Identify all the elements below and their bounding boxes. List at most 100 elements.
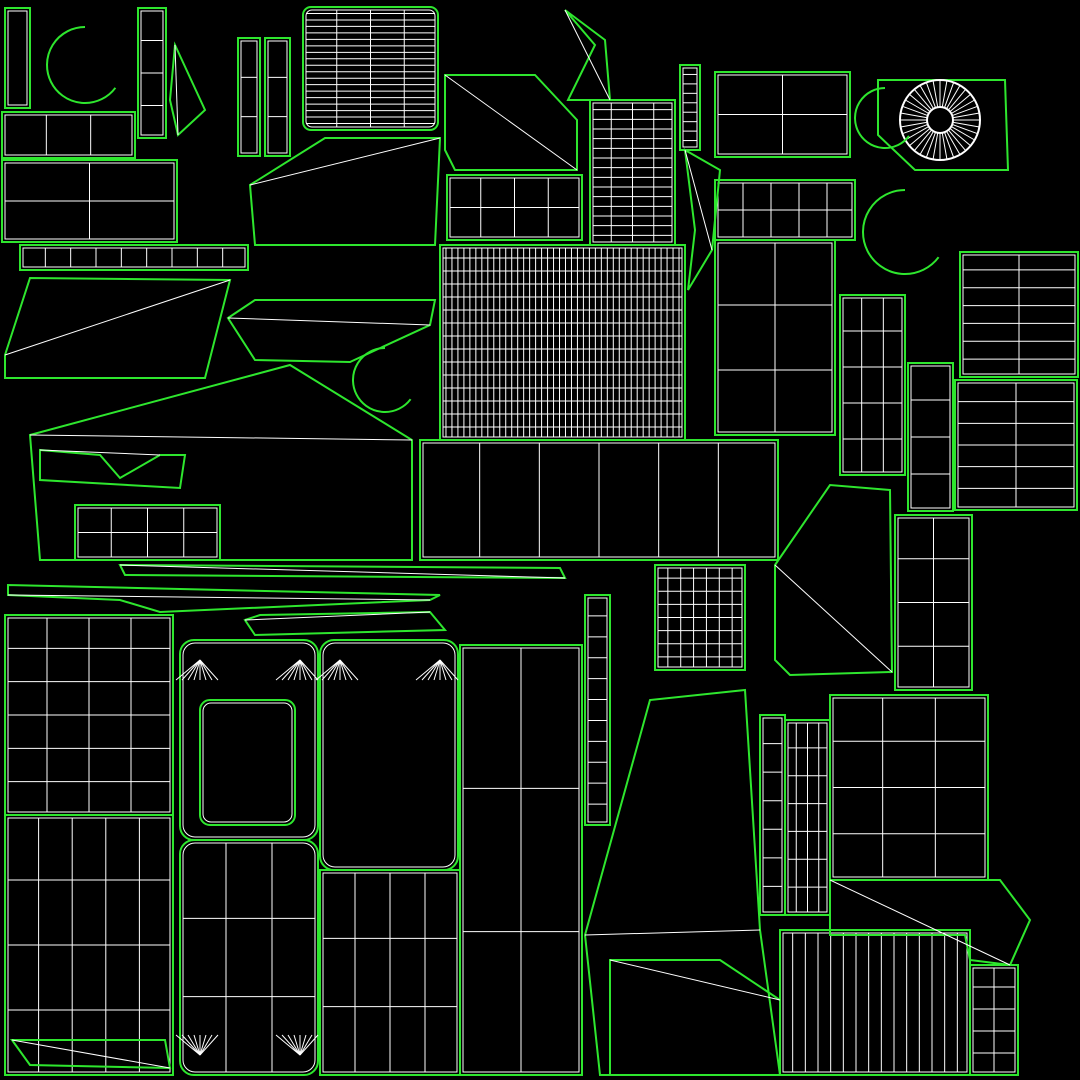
uv-island-inner-edge (587, 597, 608, 823)
wheel-spoke (902, 105, 928, 117)
wheel-spoke (941, 80, 948, 108)
uv-island (839, 294, 906, 476)
uv-island-inner-edge (762, 717, 783, 913)
uv-island (439, 244, 686, 441)
uv-island (829, 879, 1032, 967)
uv-edge (427, 659, 441, 681)
uv-edge (181, 659, 201, 681)
uv-edge (281, 1034, 301, 1056)
uv-island (4, 7, 31, 109)
uv-island-inner-edge (7, 10, 28, 106)
uv-edge (174, 44, 179, 136)
wheel-spoke (946, 85, 961, 109)
uv-island-inner-edge (182, 842, 316, 1073)
uv-edge (829, 879, 1011, 966)
uv-edge (315, 659, 341, 681)
uv-island (137, 7, 167, 139)
uv-island (248, 137, 442, 246)
uv-island (564, 9, 612, 101)
wheel-spoke (941, 132, 948, 160)
uv-edge (287, 1034, 301, 1056)
uv-edge (339, 659, 353, 681)
wheel-spoke (905, 126, 929, 141)
uv-edge (187, 1034, 201, 1056)
uv-edge (339, 659, 347, 681)
wheel-spoke (913, 129, 933, 151)
uv-island (237, 37, 261, 157)
uv-edge (293, 659, 301, 681)
uv-island (4, 276, 232, 379)
uv-island (19, 244, 249, 271)
uv-edge (293, 1034, 301, 1056)
uv-edge (227, 317, 431, 326)
uv-island (226, 299, 437, 364)
wheel-spoke (951, 126, 975, 141)
wheel-spoke (943, 82, 955, 108)
uv-island (877, 79, 1010, 171)
uv-island (654, 564, 746, 671)
wheel-spoke (952, 112, 980, 119)
uv-edge (199, 1034, 207, 1056)
uv-edge (333, 659, 341, 681)
uv-edge (684, 149, 713, 251)
uv-island-inner-edge (442, 247, 683, 438)
uv-island-inner-edge (4, 114, 133, 156)
uv-edge (244, 611, 431, 621)
uv-island-inner-edge (842, 297, 903, 473)
uv-edge (275, 1034, 301, 1056)
wheel-spoke (902, 123, 928, 135)
uv-island (459, 644, 583, 1076)
uv-island (419, 439, 779, 561)
uv-edge (444, 74, 578, 171)
uv-edge (181, 1034, 201, 1056)
uv-edge (11, 1039, 171, 1069)
uv-edge (29, 434, 413, 441)
uv-edge (299, 659, 319, 681)
uv-edge (584, 929, 761, 936)
uv-island (4, 814, 174, 1076)
uv-island (319, 639, 459, 871)
uv-island (7, 583, 441, 614)
wheel-spoke (919, 131, 934, 155)
wheel-spoke (949, 127, 971, 147)
wheel-spoke (925, 132, 937, 158)
uv-island-inner-edge (240, 40, 258, 154)
uv-island (319, 869, 461, 1076)
wheel-spoke (913, 89, 933, 111)
wheel-spoke (909, 93, 931, 113)
wheel-spoke (932, 132, 939, 160)
uv-edge (175, 659, 201, 681)
uv-island (1, 159, 178, 243)
uv-edge (199, 659, 207, 681)
uv-island (199, 699, 296, 826)
uv-edge (339, 659, 359, 681)
uv-edge (7, 594, 431, 601)
uv-island (683, 148, 722, 291)
wheel-spoke (947, 89, 967, 111)
uv-edge (299, 659, 313, 681)
uv-island-inner-edge (202, 702, 293, 823)
uv-edge (439, 659, 459, 681)
uv-island (302, 6, 439, 131)
uv-arc-island (46, 26, 117, 104)
uv-edge (299, 1034, 319, 1056)
uv-island-inner-edge (682, 67, 698, 148)
uv-island (784, 719, 831, 916)
uv-island (779, 929, 971, 1076)
uv-edge (774, 564, 893, 673)
uv-island (243, 610, 448, 637)
uv-edge (299, 659, 307, 681)
uv-edge (175, 1034, 201, 1056)
wheel-spoke (947, 129, 967, 151)
uv-island (179, 839, 319, 1076)
uv-island (774, 483, 894, 677)
uv-edge (275, 659, 301, 681)
uv-island (907, 362, 954, 512)
wheel-spoke (952, 121, 980, 128)
wheel-spoke (900, 112, 928, 119)
uv-island (959, 251, 1079, 378)
wheel-spoke (949, 93, 971, 113)
wheel-spoke (932, 80, 939, 108)
uv-edge (39, 449, 161, 456)
